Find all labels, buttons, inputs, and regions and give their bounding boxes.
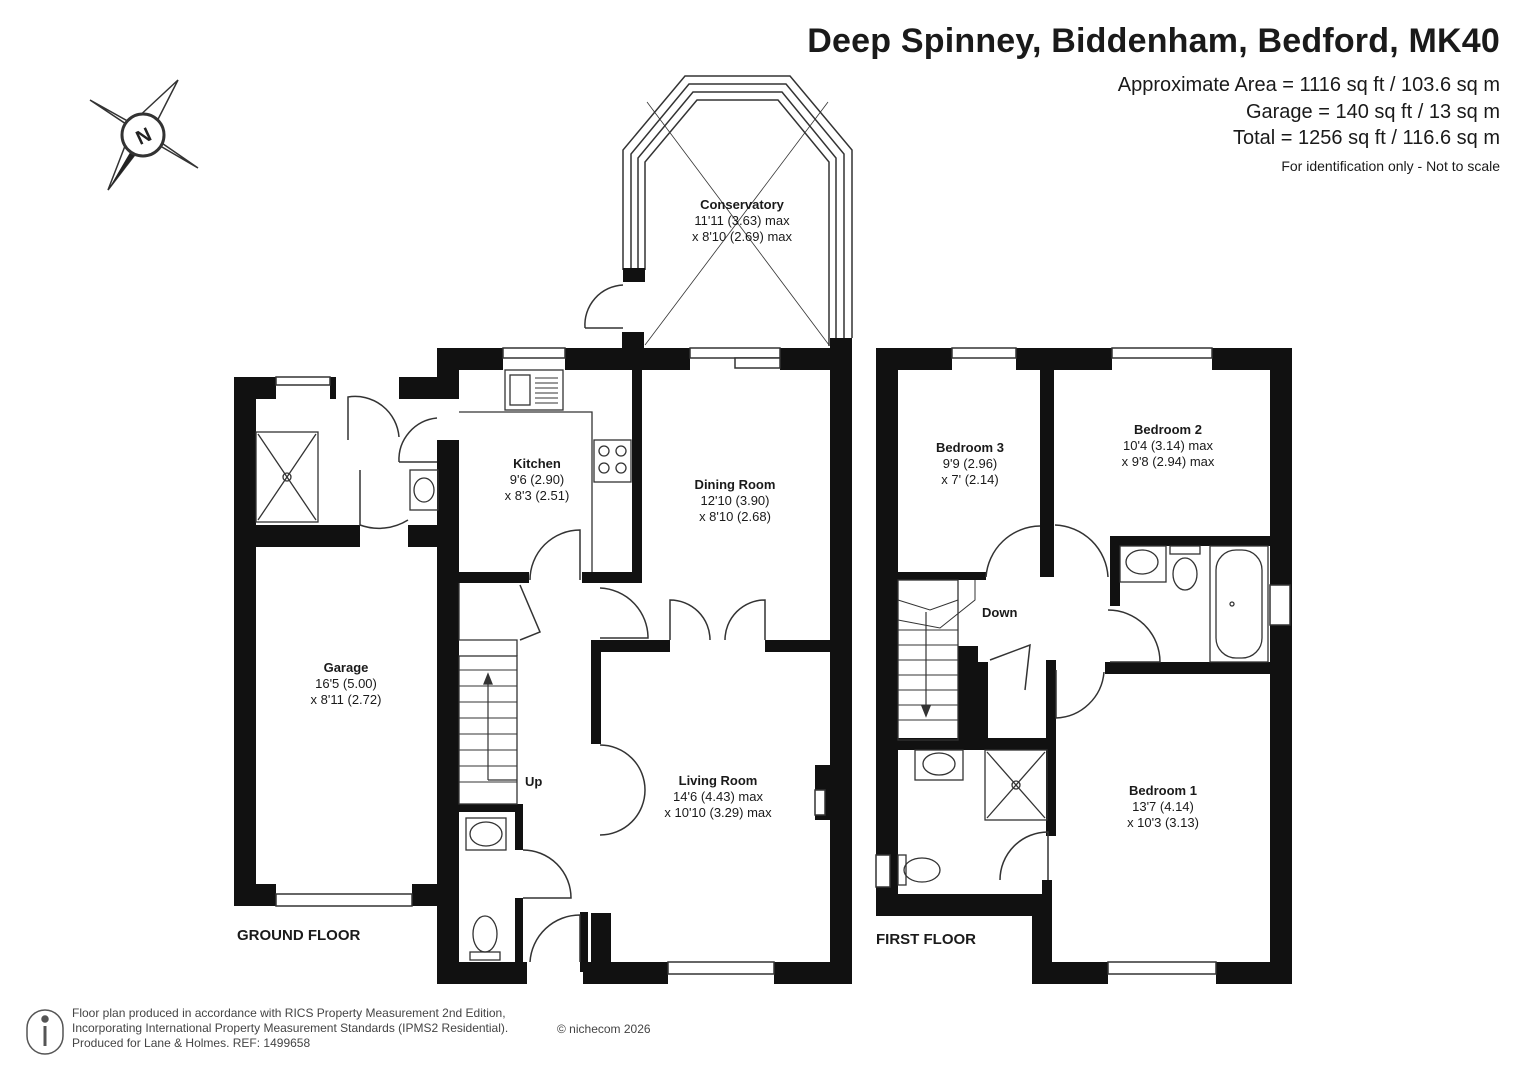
room-name: Conservatory: [700, 197, 784, 212]
room-dim1: 9'9 (2.96): [942, 456, 998, 471]
approximate-area: Approximate Area = 1116 sq ft / 103.6 sq…: [1117, 74, 1500, 96]
room-name: Bedroom 3: [936, 440, 1004, 455]
room-bedroom-2: Bedroom 2 10'4 (3.14) max x 9'8 (2.94) m…: [1122, 422, 1215, 470]
room-dim1: 14'6 (4.43) max: [673, 789, 763, 804]
first-floor-fixtures: [897, 545, 1269, 886]
copyright: © nichecom 2026: [557, 1022, 651, 1036]
footer-line-3: Produced for Lane & Holmes. REF: 1499658: [72, 1036, 311, 1050]
stairs-up-label: Up: [525, 774, 543, 789]
person-info-icon: [26, 1009, 64, 1055]
room-dim1: 13'7 (4.14): [1132, 799, 1194, 814]
first-floor-windows: [875, 347, 1291, 975]
room-name: Dining Room: [694, 477, 776, 492]
room-dining: Dining Room 12'10 (3.90) x 8'10 (2.68): [695, 477, 776, 525]
room-name: Kitchen: [513, 456, 561, 471]
ground-floor-windows: [275, 347, 826, 975]
page-title: Deep Spinney, Biddenham, Bedford, MK40: [807, 22, 1500, 60]
room-dim2: x 8'3 (2.51): [504, 488, 570, 503]
room-name: Living Room: [678, 773, 758, 788]
room-dim2: x 9'8 (2.94) max: [1121, 454, 1215, 469]
ground-floor-walls: [234, 338, 852, 984]
room-dim1: 12'10 (3.90): [700, 493, 770, 508]
room-conservatory: Conservatory 11'11 (3.63) max x 8'10 (2.…: [692, 197, 792, 245]
room-bedroom-3: Bedroom 3 9'9 (2.96) x 7' (2.14): [936, 440, 1004, 488]
room-dim2: x 10'3 (3.13): [1127, 815, 1199, 830]
stairs-down-label: Down: [982, 605, 1018, 620]
room-dim1: 10'4 (3.14) max: [1123, 438, 1213, 453]
first-floor-label: FIRST FLOOR: [876, 931, 976, 948]
room-dim1: 9'6 (2.90): [509, 472, 565, 487]
room-name: Bedroom 1: [1129, 783, 1197, 798]
room-dim2: x 10'10 (3.29) max: [664, 805, 772, 820]
room-dim2: x 7' (2.14): [941, 472, 999, 487]
conservatory-door: [584, 284, 624, 329]
ground-floor-fixtures: [255, 369, 632, 961]
room-garage: Garage 16'5 (5.00) x 8'11 (2.72): [311, 660, 382, 708]
footer-line-1: Floor plan produced in accordance with R…: [72, 1006, 506, 1020]
total-area: Total = 1256 sq ft / 116.6 sq m: [1232, 127, 1500, 149]
conservatory-walls: [622, 75, 853, 346]
ground-floor-label: GROUND FLOOR: [237, 927, 361, 944]
footer-text: Floor plan produced in accordance with R…: [72, 1006, 508, 1051]
first-floor-walls: [876, 348, 1292, 984]
room-dim1: 16'5 (5.00): [315, 676, 377, 691]
room-kitchen: Kitchen 9'6 (2.90) x 8'3 (2.51): [505, 456, 570, 504]
room-bedroom-1: Bedroom 1 13'7 (4.14) x 10'3 (3.13): [1127, 783, 1199, 831]
first-floor-doors: [985, 524, 1161, 881]
room-dim2: x 8'10 (2.69) max: [691, 229, 793, 244]
room-dim2: x 8'10 (2.68): [699, 509, 771, 524]
room-name: Bedroom 2: [1134, 422, 1202, 437]
footer-line-2: Incorporating International Property Mea…: [72, 1021, 509, 1035]
ground-floor-doors: [347, 395, 766, 963]
room-dim1: 11'11 (3.63) max: [694, 213, 790, 228]
room-living: Living Room 14'6 (4.43) max x 10'10 (3.2…: [664, 773, 771, 821]
scale-note: For identification only - Not to scale: [1281, 158, 1500, 174]
room-dim2: x 8'11 (2.72): [310, 692, 382, 707]
garage-area: Garage = 140 sq ft / 13 sq m: [1245, 101, 1500, 123]
compass-icon: N: [89, 79, 199, 191]
room-name: Garage: [323, 660, 369, 675]
